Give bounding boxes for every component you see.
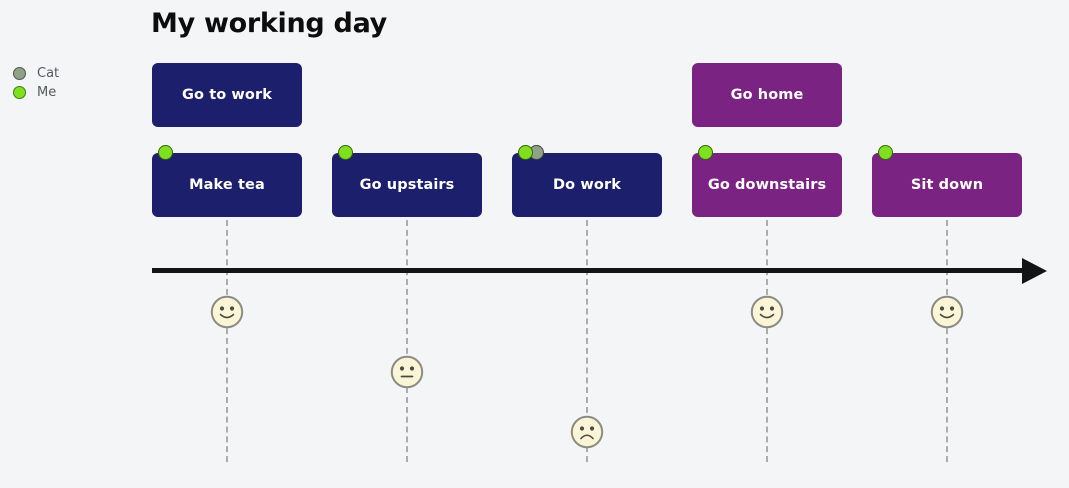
legend-item-cat: Cat xyxy=(13,64,59,83)
task-box-label: Do work xyxy=(553,177,621,193)
task-box-label: Go to work xyxy=(181,87,272,103)
tick-guide-line xyxy=(406,220,408,462)
task-box-label: Sit down xyxy=(910,177,984,193)
task-box[interactable]: Go upstairs xyxy=(332,153,482,217)
task-box[interactable]: Make tea xyxy=(152,153,302,217)
participant-marker-me-icon xyxy=(698,145,713,160)
task-box-label: Go upstairs xyxy=(359,177,455,193)
task-box[interactable]: Go home xyxy=(692,63,842,127)
happy-face-icon xyxy=(930,295,964,329)
tick-guide-line xyxy=(586,220,588,462)
tick-guide-line xyxy=(226,220,228,462)
task-box[interactable]: Go downstairs xyxy=(692,153,842,217)
sad-face-icon xyxy=(570,415,604,449)
participant-marker-me-icon xyxy=(338,145,353,160)
happy-face-icon xyxy=(210,295,244,329)
task-box[interactable]: Go to work xyxy=(152,63,302,127)
timeline-axis xyxy=(152,268,1028,273)
tick-guide-line xyxy=(946,220,948,462)
page-title: My working day xyxy=(151,8,387,39)
participant-marker-me-icon xyxy=(518,145,533,160)
circle-marker-icon-cat xyxy=(13,67,26,80)
right-arrow-icon xyxy=(1022,258,1047,284)
legend-label-me: Me xyxy=(37,85,57,100)
legend-label-cat: Cat xyxy=(37,66,60,81)
task-box-label: Make tea xyxy=(189,177,265,193)
tick-guide-line xyxy=(766,220,768,462)
task-box-label: Go home xyxy=(730,87,804,103)
happy-face-icon xyxy=(750,295,784,329)
participant-marker-me-icon xyxy=(158,145,173,160)
task-box-label: Go downstairs xyxy=(707,177,827,193)
task-box[interactable]: Sit down xyxy=(872,153,1022,217)
legend-item-me: Me xyxy=(13,83,59,102)
neutral-face-icon xyxy=(390,355,424,389)
legend: Cat Me xyxy=(13,64,59,102)
task-box[interactable]: Do work xyxy=(512,153,662,217)
circle-marker-icon-me xyxy=(13,86,26,99)
participant-marker-me-icon xyxy=(878,145,893,160)
